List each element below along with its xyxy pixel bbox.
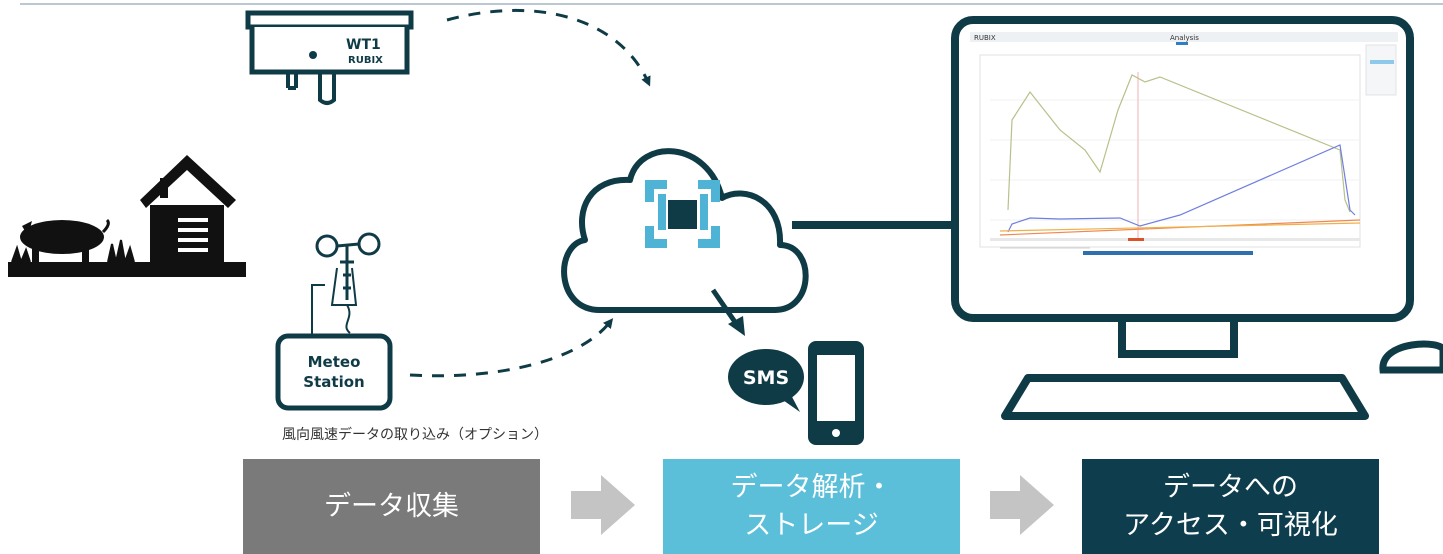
wt1-sensor-icon: WT1 RUBIX	[245, 10, 414, 105]
meteo-line2: Station	[303, 373, 364, 391]
phone-icon	[808, 341, 864, 445]
device-model: WT1	[346, 37, 381, 53]
farm-house-icon	[8, 155, 246, 277]
step-data-analysis-storage: データ解析・ ストレージ	[663, 459, 960, 554]
data-hub-icon	[645, 180, 720, 248]
step-data-collection: データ収集	[243, 459, 540, 554]
meteo-line1: Meteo	[308, 353, 361, 371]
chevron-arrow-icon-1	[571, 475, 635, 535]
device-brand: RUBIX	[348, 55, 383, 66]
top-divider	[20, 3, 1443, 5]
dashed-arrow-bottom	[409, 318, 614, 378]
step3-line1: データへの	[1163, 471, 1298, 503]
screen-title: Analysis	[1170, 34, 1199, 42]
meteo-station-icon: Meteo Station	[275, 232, 393, 411]
dashed-arrow-top	[446, 8, 651, 87]
cloud-to-sms-arrow	[710, 288, 738, 324]
screen-brand: RUBIX	[974, 34, 996, 42]
sms-bubble-icon: SMS	[728, 349, 804, 412]
analysis-screen: RUBIX Analysis	[970, 32, 1398, 255]
wind-data-caption: 風向風速データの取り込み（オプション）	[282, 427, 548, 443]
step-data-access-visualization: データへの アクセス・可視化	[1082, 459, 1379, 554]
step3-line2: アクセス・可視化	[1123, 509, 1338, 541]
cloud-icon	[561, 148, 809, 313]
chevron-arrow-icon-2	[990, 475, 1054, 535]
step2-line2: ストレージ	[744, 509, 879, 541]
pig-icon	[11, 218, 135, 266]
step1-line1: データ収集	[324, 490, 459, 522]
step2-line1: データ解析・	[730, 471, 893, 503]
sms-label: SMS	[743, 367, 789, 389]
